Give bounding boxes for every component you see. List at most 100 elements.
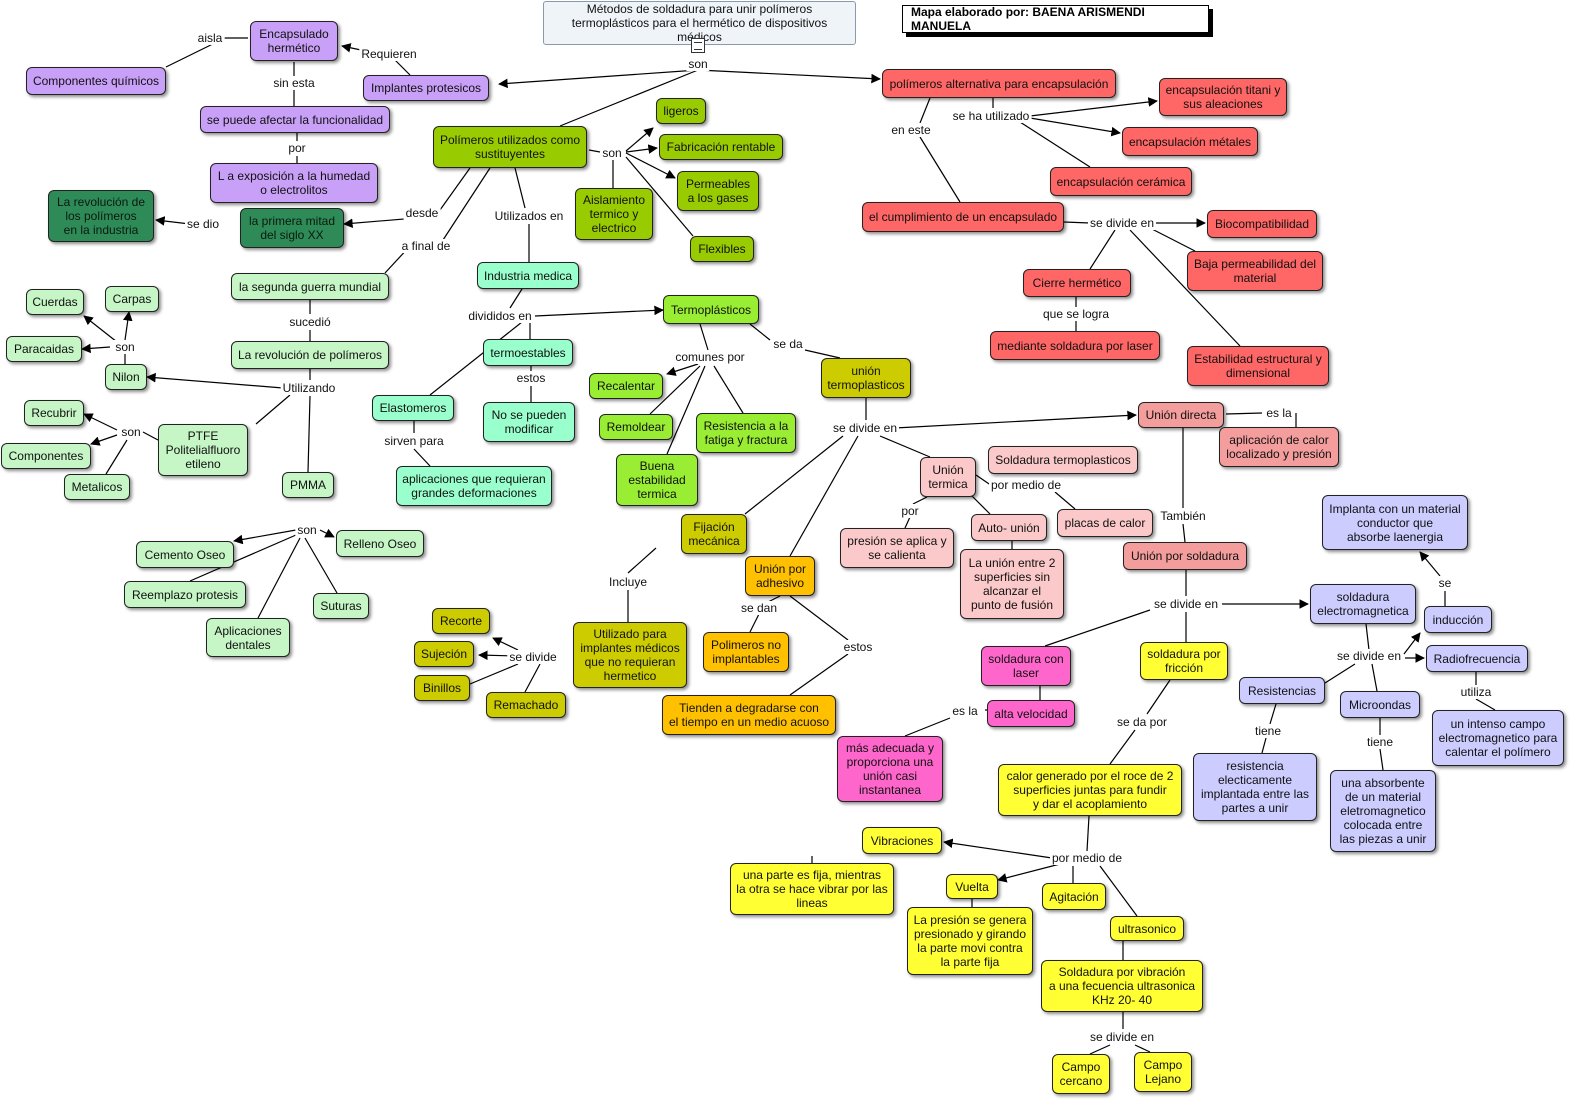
- concept-node-presiongen[interactable]: La presión se genera presionado y girand…: [907, 907, 1033, 975]
- concept-node-revpol[interactable]: La revolución de polímeros: [231, 341, 389, 369]
- concept-node-pmma[interactable]: PMMA: [282, 472, 334, 498]
- concept-node-cercano[interactable]: Campo cercano: [1052, 1054, 1110, 1094]
- concept-node-metalicos[interactable]: Metalicos: [64, 474, 130, 500]
- concept-node-unaparte[interactable]: una parte es fija, mientras la otra se h…: [730, 863, 894, 915]
- concept-node-cumpl[interactable]: el cumplimiento de un encapsulado: [862, 202, 1064, 232]
- concept-node-polnoimp[interactable]: Polimeros no implantables: [703, 632, 789, 672]
- concept-node-metales[interactable]: encapsulación métales: [1122, 127, 1258, 156]
- concept-node-autounion[interactable]: Auto- unión: [971, 514, 1047, 541]
- concept-node-primera[interactable]: la primera mitad del siglo XX: [240, 208, 344, 248]
- concept-node-carpas[interactable]: Carpas: [105, 286, 159, 312]
- connector-line: [1324, 663, 1356, 684]
- concept-node-unionentre[interactable]: La unión entre 2 superficies sin alcanza…: [960, 549, 1064, 619]
- link-label-requieren: Requieren: [359, 47, 419, 61]
- concept-node-masadec[interactable]: más adecuada y proporciona una unión cas…: [837, 736, 943, 802]
- concept-node-lejano[interactable]: Campo Lejano: [1134, 1052, 1192, 1092]
- connector-line: [789, 435, 859, 557]
- concept-node-soldtermo[interactable]: Soldadura termoplasticos: [988, 446, 1138, 474]
- concept-node-encaps[interactable]: Encapsulado hermético: [250, 21, 338, 61]
- connector-line: [588, 149, 601, 153]
- concept-node-paracaidas[interactable]: Paracaidas: [6, 336, 82, 362]
- concept-node-cemento[interactable]: Cemento Oseo: [136, 541, 234, 568]
- concept-node-vibr[interactable]: Vibraciones: [862, 827, 942, 854]
- concept-node-segunda[interactable]: la segunda guerra mundial: [231, 273, 389, 300]
- concept-node-biocomp[interactable]: Biocompatibilidad: [1207, 210, 1317, 238]
- concept-node-indmed[interactable]: Industria medica: [477, 262, 579, 289]
- concept-node-fijacion[interactable]: Fijación mecánica: [681, 514, 747, 554]
- concept-node-uniondir[interactable]: Unión directa: [1138, 402, 1224, 428]
- concept-node-aisl[interactable]: Aislamiento termico y electrico: [575, 188, 653, 240]
- concept-node-aplcalor[interactable]: aplicación de calor localizado y presión: [1219, 427, 1339, 467]
- connector-line: [1261, 737, 1267, 754]
- concept-node-remachado[interactable]: Remachado: [486, 692, 566, 718]
- concept-node-nomod[interactable]: No se pueden modificar: [483, 402, 575, 442]
- connector-line: [1086, 815, 1090, 852]
- concept-node-radiofrec[interactable]: Radiofrecuencia: [1426, 645, 1528, 672]
- concept-node-cierre[interactable]: Cierre hermético: [1023, 269, 1131, 297]
- concept-node-componentes[interactable]: Componentes: [1, 443, 91, 469]
- concept-node-buena[interactable]: Buena estabilidad termica: [616, 454, 698, 506]
- concept-node-sujecion[interactable]: Sujeción: [414, 641, 474, 667]
- concept-node-aplicdent[interactable]: Aplicaciones dentales: [206, 618, 290, 657]
- concept-node-ceramica[interactable]: encapsulación cerámica: [1050, 167, 1192, 196]
- concept-node-induccion[interactable]: inducción: [1424, 606, 1492, 633]
- concept-node-altavel[interactable]: alta velocidad: [987, 700, 1075, 727]
- concept-node-exposic[interactable]: L a exposición a la humedad o electrolit…: [210, 163, 378, 203]
- concept-node-soldelec[interactable]: soldadura electromagnetica: [1310, 584, 1416, 624]
- concept-node-unionadh[interactable]: Unión por adhesivo: [745, 556, 815, 596]
- concept-node-afecta[interactable]: se puede afectar la funcionalidad: [200, 106, 390, 133]
- concept-node-ligeros[interactable]: ligeros: [656, 98, 706, 124]
- concept-node-implanta[interactable]: Implanta con un material conductor que a…: [1322, 495, 1468, 550]
- concept-node-ultrasonico[interactable]: ultrasonico: [1110, 916, 1184, 941]
- concept-node-unionsold[interactable]: Unión por soldadura: [1123, 542, 1247, 570]
- concept-node-placas[interactable]: placas de calor: [1057, 509, 1153, 537]
- concept-node-soldfric[interactable]: soldadura por fricción: [1140, 642, 1228, 680]
- concept-node-binillos[interactable]: Binillos: [414, 675, 470, 701]
- concept-node-vuelta[interactable]: Vuelta: [946, 874, 998, 899]
- concept-node-medlaser[interactable]: mediante soldadura por laser: [990, 331, 1160, 360]
- concept-node-elast[interactable]: Elastomeros: [372, 395, 454, 421]
- concept-node-resistelec[interactable]: resistencia electicamente implantada ent…: [1193, 753, 1317, 821]
- concept-node-recorte[interactable]: Recorte: [432, 608, 490, 634]
- concept-node-soldvib[interactable]: Soldadura por vibración a una fecuencia …: [1041, 960, 1203, 1012]
- concept-node-revind[interactable]: La revolución de los polímeros en la ind…: [48, 190, 154, 242]
- concept-node-suturas[interactable]: Suturas: [313, 593, 369, 619]
- concept-node-recubrir[interactable]: Recubrir: [24, 400, 84, 426]
- concept-node-intenso[interactable]: un intenso campo electromagnetico para c…: [1432, 710, 1564, 766]
- concept-node-recalentar[interactable]: Recalentar: [589, 373, 663, 399]
- concept-node-microondas[interactable]: Microondas: [1340, 691, 1420, 718]
- concept-node-calorgen[interactable]: calor generado por el roce de 2 superfic…: [998, 764, 1182, 816]
- concept-node-resistencias[interactable]: Resistencias: [1239, 677, 1325, 704]
- author-credit: Mapa elaborado por: BAENA ARISMENDI MANU…: [902, 5, 1209, 33]
- concept-node-tienden[interactable]: Tienden a degradarse con el tiempo en un…: [662, 695, 836, 735]
- concept-node-agitacion[interactable]: Agitación: [1042, 883, 1106, 910]
- concept-node-relleno[interactable]: Relleno Oseo: [336, 530, 424, 557]
- concept-node-presion[interactable]: presión se aplica y se calienta: [840, 528, 954, 568]
- concept-node-termoest[interactable]: termoestables: [483, 339, 573, 366]
- concept-node-perm[interactable]: Permeables a los gases: [677, 171, 759, 211]
- concept-node-absorbente[interactable]: una absorbente de un material eletromagn…: [1330, 770, 1436, 852]
- concept-node-aplicgr[interactable]: aplicaciones que requieran grandes defor…: [396, 466, 552, 506]
- concept-node-soldlaser[interactable]: soldadura con laser: [981, 646, 1071, 686]
- concept-node-uniontermica[interactable]: Unión termica: [920, 457, 976, 497]
- concept-node-estab[interactable]: Estabilidad estructural y dimensional: [1187, 346, 1329, 386]
- connector-line: [1379, 748, 1384, 771]
- concept-node-implp[interactable]: Implantes protesicos: [363, 75, 489, 101]
- concept-node-uniontp[interactable]: unión termoplasticos: [821, 358, 911, 398]
- concept-node-remoldear[interactable]: Remoldear: [599, 414, 673, 440]
- concept-node-bajaperm[interactable]: Baja permeabilidad del material: [1187, 251, 1323, 291]
- concept-node-fabr[interactable]: Fabricación rentable: [659, 134, 783, 160]
- concept-node-flex[interactable]: Flexibles: [690, 236, 754, 262]
- concept-node-utilizimp[interactable]: Utilizado para implantes médicos que no …: [573, 622, 687, 688]
- concept-node-cuerdas[interactable]: Cuerdas: [26, 289, 84, 315]
- concept-node-polsust[interactable]: Polímeros utilizados como sustituyentes: [433, 126, 587, 168]
- concept-node-termopl[interactable]: Termoplásticos: [663, 295, 759, 324]
- concept-node-nilon[interactable]: Nilon: [105, 364, 147, 390]
- concept-node-reemplazo[interactable]: Reemplazo protesis: [124, 581, 246, 608]
- concept-node-titani[interactable]: encapsulación titani y sus aleaciones: [1159, 78, 1287, 116]
- connector-line: [649, 365, 701, 415]
- concept-node-resist[interactable]: Resistencia a la fatiga y fractura: [696, 413, 796, 453]
- concept-node-compq[interactable]: Componentes químicos: [26, 67, 166, 95]
- concept-node-ptfe[interactable]: PTFE Politelialfluoro etileno: [158, 424, 248, 476]
- concept-node-polalt[interactable]: polímeros alternativa para encapsulación: [882, 69, 1116, 98]
